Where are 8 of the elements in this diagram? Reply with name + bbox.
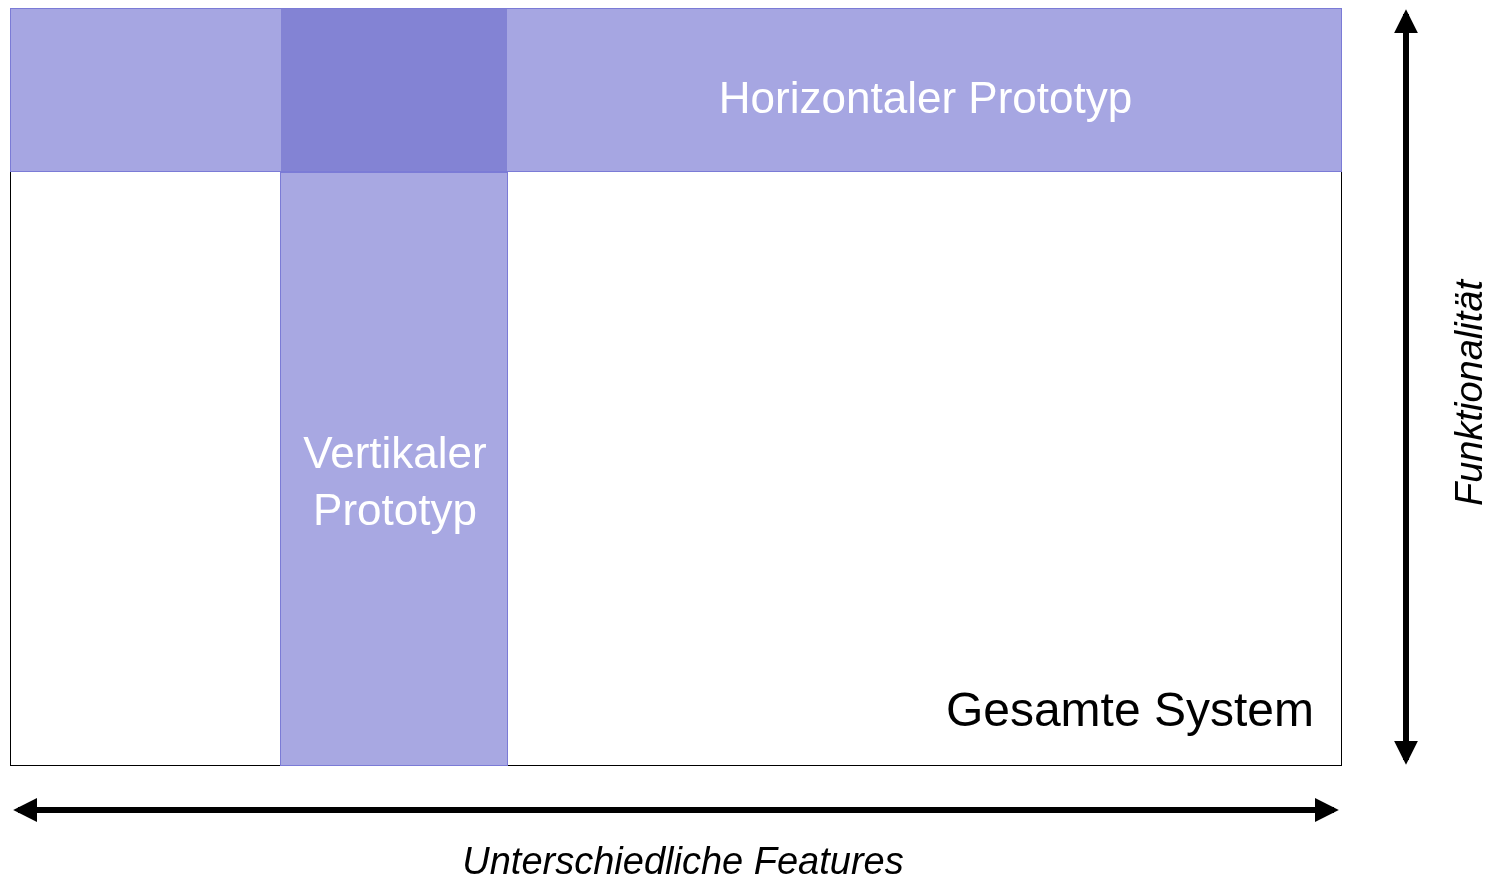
node-label: Horizontaler Prototyp	[717, 72, 1134, 124]
system-box	[10, 8, 1342, 766]
node-label: Gesamte System	[945, 681, 1314, 738]
axis-label: Funktionalität	[1449, 280, 1491, 506]
vertical-band	[280, 172, 508, 766]
node-label: Vertikaler Prototyp	[302, 427, 488, 537]
horizontal-band	[10, 8, 1342, 172]
axis-label: Unterschiedliche Features	[462, 841, 904, 880]
